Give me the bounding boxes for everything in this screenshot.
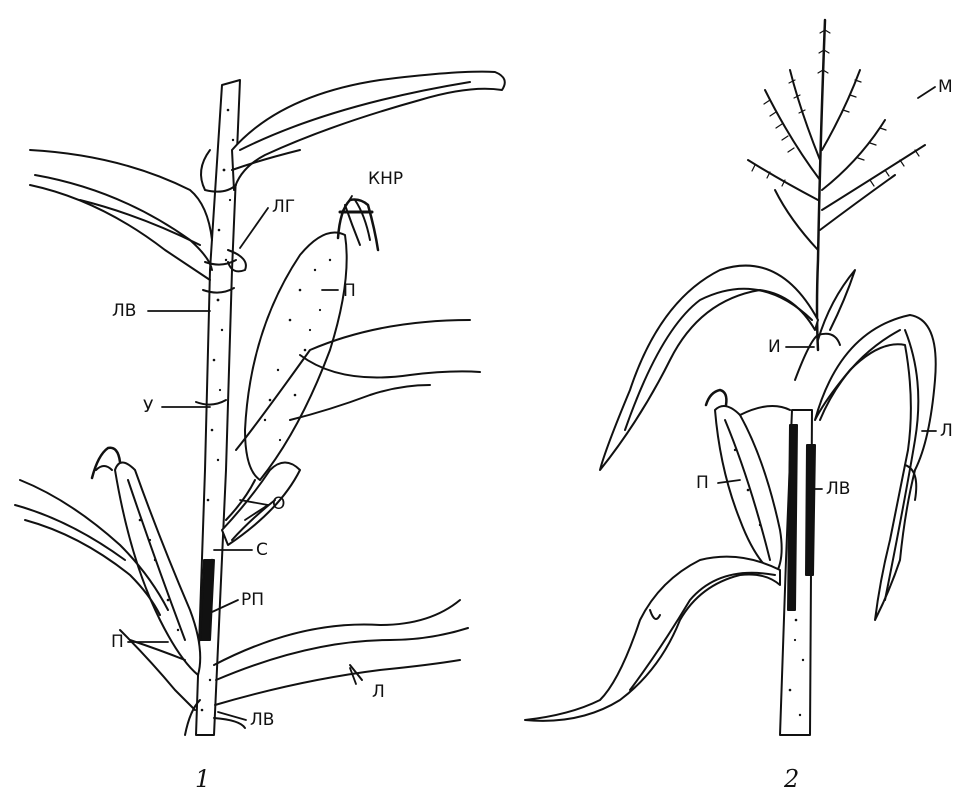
figure-1-plant [15, 72, 505, 735]
figure-2-number: 2 [784, 765, 799, 793]
upper-ear [245, 233, 347, 481]
label-p-upper: П [343, 283, 356, 300]
label-l-2: Л [940, 423, 953, 440]
lower-ear [115, 463, 200, 676]
label-s: С [256, 542, 268, 559]
label-l: Л [372, 684, 385, 701]
label-p-lower: П [111, 634, 124, 651]
label-lv-2: ЛВ [826, 481, 850, 498]
figure-1-number: 1 [195, 765, 210, 793]
label-o: О [272, 496, 285, 513]
label-lv-lower: ЛВ [250, 712, 274, 729]
label-m: М [938, 79, 953, 96]
label-rp: РП [241, 592, 264, 609]
label-lg: ЛГ [272, 199, 295, 216]
leaf-right [815, 315, 936, 620]
leaf-lower [525, 557, 780, 721]
label-lv-upper: ЛВ [112, 303, 136, 320]
label-u: У [143, 399, 153, 416]
label-i: И [768, 339, 781, 356]
label-p-2: П [696, 475, 709, 492]
figure-2-plant [525, 20, 936, 735]
label-knr: КНР [368, 171, 403, 188]
